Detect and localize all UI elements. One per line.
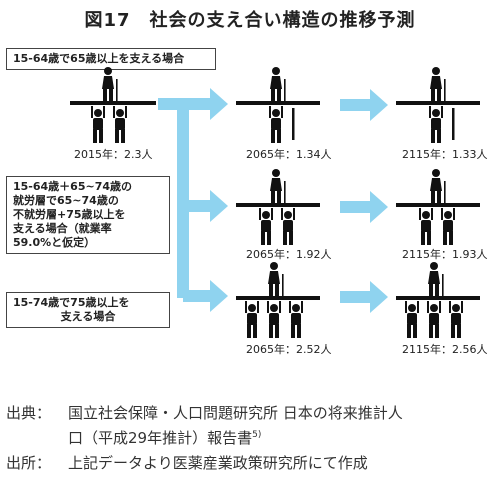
beam (236, 296, 320, 300)
ratio-row1-2065: 2065年：1.34人 (246, 148, 332, 161)
bearer-figure (259, 208, 273, 245)
bearer-figure (289, 301, 303, 338)
origin-text: 上記データより医薬産業政策研究所にて作成 (68, 454, 368, 472)
people-group-row2-2065 (236, 169, 320, 245)
origin-note: 出所： 上記データより医薬産業政策研究所にて作成 (6, 452, 368, 474)
bearer-figure (281, 208, 295, 245)
bearer-figure (113, 106, 127, 143)
bearer-figure (449, 301, 463, 338)
beam (236, 101, 320, 105)
source-line-2: 口（平成29年推計）報告書 (68, 429, 253, 447)
bearer-figure (269, 106, 283, 143)
source-line-1: 国立社会保障・人口問題研究所 日本の将来推計人 (68, 404, 403, 422)
elder-figure (430, 67, 446, 101)
bearer-figure (427, 301, 441, 338)
ratio-row2-2115: 2115年：1.93人 (402, 248, 488, 261)
bearer-figure (429, 106, 443, 143)
arrow-branch-3 (183, 280, 228, 312)
arrow-branch-2 (183, 190, 228, 222)
source-reference: 5) (252, 430, 262, 440)
scenario-1-line-1: 15-64歳で65歳以上を支える場合 (13, 52, 185, 65)
people-group-row3-2065 (236, 262, 320, 338)
ratio-2015: 2015年：2.3人 (74, 148, 153, 161)
scenario-box-3: 15-74歳で75歳以上を 支える場合 (6, 292, 170, 328)
ratio-row2-2065: 2065年：1.92人 (246, 248, 332, 261)
people-group-row3-2115 (396, 262, 480, 338)
elder-figure (268, 262, 284, 296)
beam (70, 101, 156, 105)
bearer-figure (91, 106, 105, 143)
figure-title: 図17 社会の支え合い構造の推移予測 (84, 10, 416, 31)
people-group-2015 (70, 67, 156, 143)
elder-figure (270, 67, 286, 101)
beam (396, 296, 480, 300)
ratio-row1-2115: 2115年：1.33人 (402, 148, 488, 161)
scenario-3-line-1: 15-74歳で75歳以上を (13, 296, 130, 309)
source-label: 出典： (6, 404, 52, 422)
elder-figure (102, 67, 118, 101)
people-group-row1-2065 (236, 67, 320, 143)
bearer-figure (441, 208, 455, 245)
scenario-2-line-3: 不就労層+75歳以上を (13, 208, 126, 221)
elder-figure (430, 169, 446, 203)
ratio-row3-2065: 2065年：2.52人 (246, 343, 332, 356)
bearer-figure (405, 301, 419, 338)
scenario-2-line-4: 支える場合（就業率 (13, 222, 112, 235)
people-group-row1-2115 (396, 67, 480, 143)
scenario-2-line-5: 59.0%と仮定） (13, 236, 96, 249)
arrow-branch-1 (158, 88, 228, 120)
bearer-figure (267, 301, 281, 338)
arrow-2-right (340, 191, 388, 223)
cane (292, 108, 295, 140)
scenario-3-line-2: 支える場合 (60, 310, 116, 323)
elder-figure (270, 169, 286, 203)
bearer-figure (245, 301, 259, 338)
people-group-row2-2115 (396, 169, 480, 245)
beam (396, 203, 480, 207)
origin-label: 出所： (6, 454, 52, 472)
scenario-2-line-1: 15-64歳＋65~74歳の (13, 180, 133, 193)
arrow-1-right (340, 89, 388, 121)
cane (452, 108, 455, 140)
scenario-box-2: 15-64歳＋65~74歳の 就労層で65~74歳の 不就労層+75歳以上を 支… (6, 176, 170, 254)
flow-arrows (158, 88, 388, 313)
arrow-3-right (340, 281, 388, 313)
scenario-2-line-2: 就労層で65~74歳の (13, 194, 119, 207)
beam (236, 203, 320, 207)
elder-figure (428, 262, 444, 296)
ratio-row3-2115: 2115年：2.56人 (402, 343, 488, 356)
source-note: 出典： 国立社会保障・人口問題研究所 日本の将来推計人 口（平成29年推計）報告書… (6, 402, 403, 449)
bearer-figure (419, 208, 433, 245)
beam (396, 101, 480, 105)
